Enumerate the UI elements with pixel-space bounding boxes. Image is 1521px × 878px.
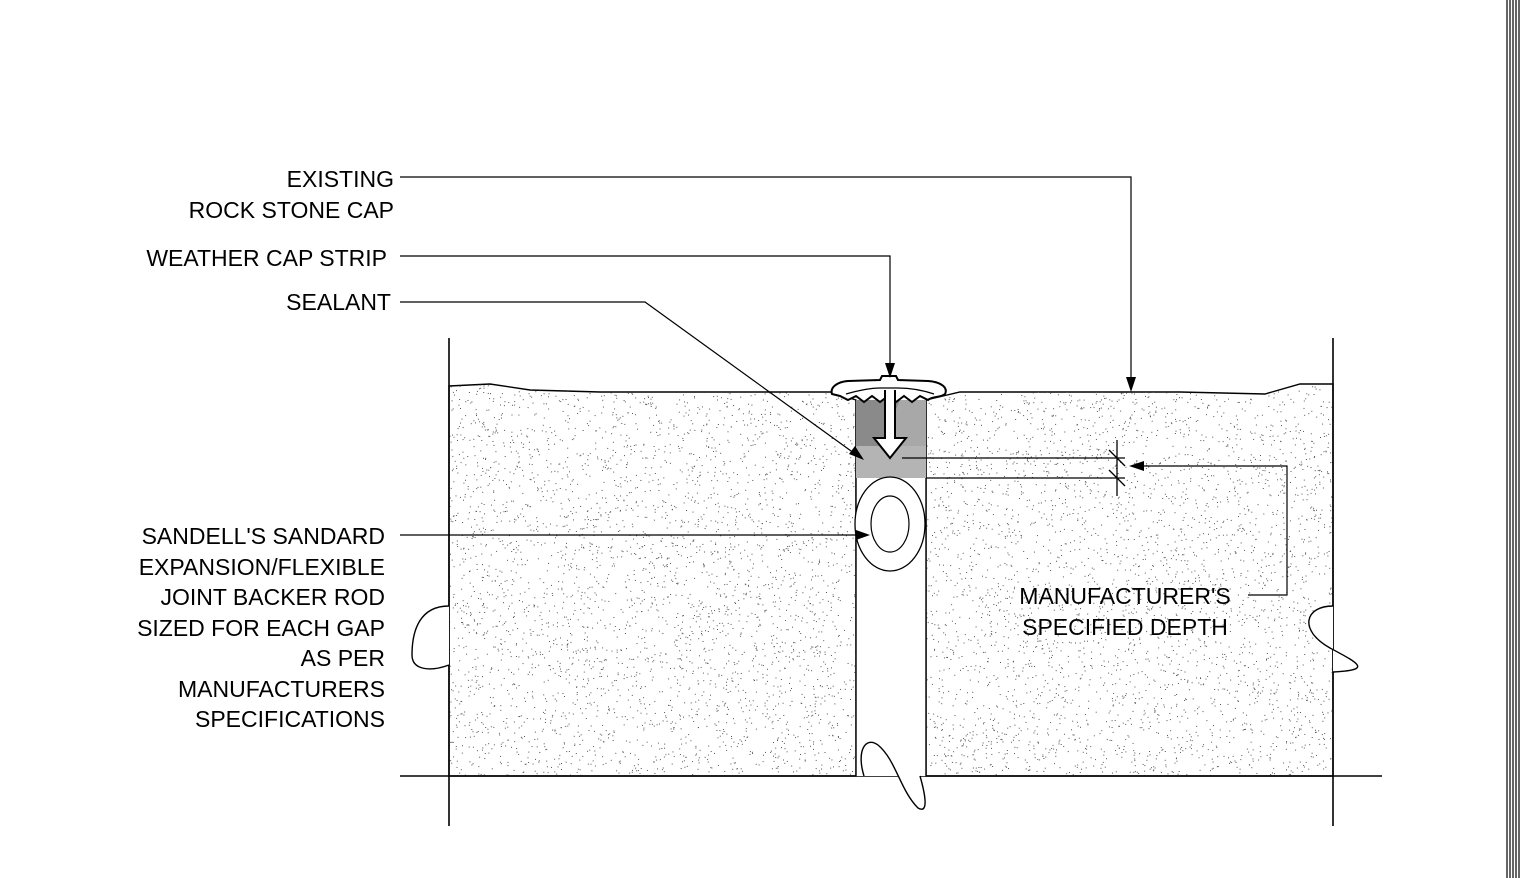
label-sealant-line-1: SEALANT	[286, 289, 391, 315]
label-backer-rod-line-2: EXPANSION/FLEXIBLE	[138, 553, 385, 580]
depth-dimension	[902, 440, 1126, 496]
label-backer-rod-line-4: SIZED FOR EACH GAP	[137, 614, 385, 641]
label-weather-cap: WEATHER CAP STRIP	[146, 243, 387, 274]
label-depth: MANUFACTURER'S SPECIFIED DEPTH	[1000, 581, 1250, 642]
label-backer-rod: SANDELL'S SANDARD EXPANSION/FLEXIBLE JOI…	[137, 521, 385, 735]
sheet-border	[1506, 0, 1520, 878]
leader-weather-cap	[400, 255, 891, 368]
label-backer-rod-line-5: AS PER	[300, 645, 385, 671]
right-break-symbol	[1308, 605, 1359, 673]
label-backer-rod-line-6: MANUFACTURERS	[177, 675, 385, 702]
label-weather-cap-line-1: WEATHER CAP STRIP	[146, 245, 387, 271]
label-depth-line-1: MANUFACTURER'S	[1019, 583, 1231, 609]
label-existing-cap-line-1: EXISTING	[286, 166, 394, 192]
label-existing-cap: EXISTING ROCK STONE CAP	[189, 164, 394, 225]
label-depth-line-2: SPECIFIED DEPTH	[1022, 613, 1228, 640]
label-backer-rod-line-1: SANDELL'S SANDARD	[141, 523, 385, 549]
left-stone-slab	[448, 383, 857, 777]
label-sealant: SEALANT	[286, 287, 391, 318]
left-break-symbol	[411, 605, 450, 670]
label-existing-cap-line-2: ROCK STONE CAP	[188, 196, 394, 223]
joint-break-symbol	[860, 741, 926, 810]
leader-depth	[1140, 465, 1288, 596]
weather-cap-strip	[830, 375, 947, 460]
leader-existing-cap	[400, 176, 1132, 382]
label-backer-rod-line-7: SPECIFICATIONS	[195, 706, 385, 732]
label-backer-rod-line-3: JOINT BACKER ROD	[160, 584, 386, 610]
leader-sealant	[400, 301, 859, 457]
backer-rod	[854, 476, 926, 572]
